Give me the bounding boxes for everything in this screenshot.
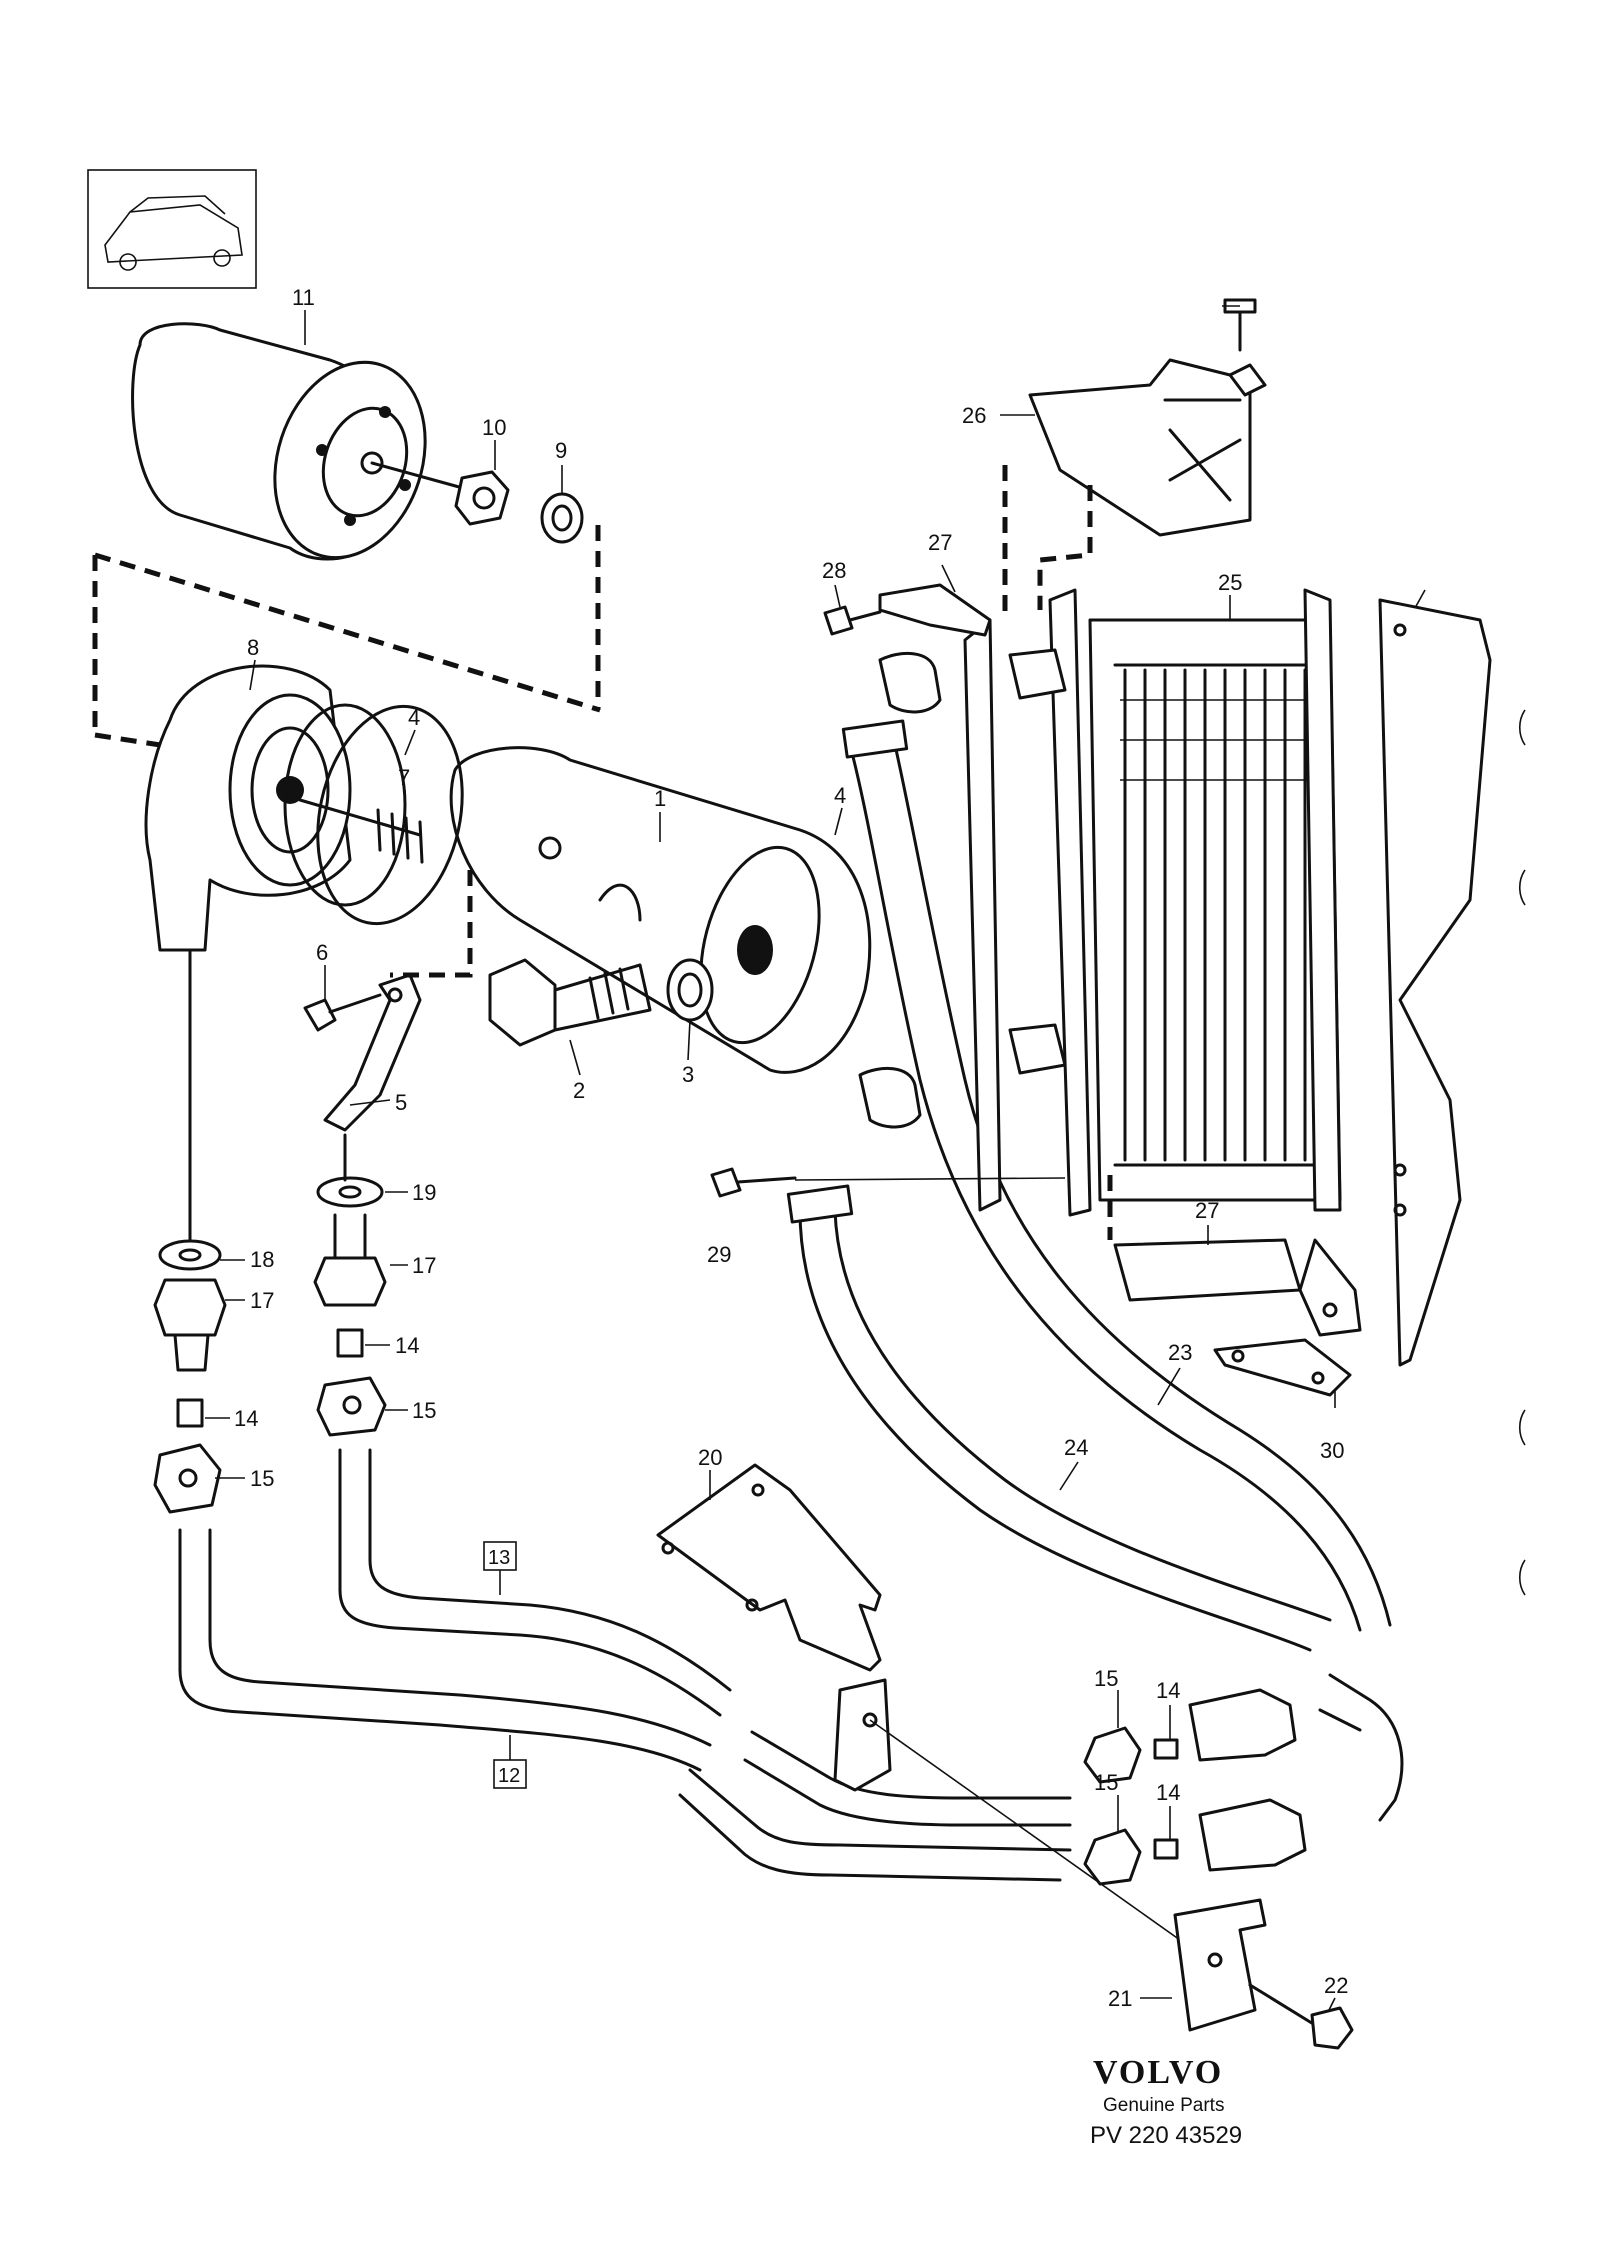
callout-26: 27 <box>928 530 952 555</box>
filter-housing <box>144 664 407 952</box>
callout-14d: 14 <box>1156 1780 1180 1805</box>
callout-11: 11 <box>292 285 315 310</box>
callout-1: 1 <box>654 786 666 811</box>
callout-9: 9 <box>555 438 567 463</box>
callout-21: 23 <box>1168 1340 1192 1365</box>
callout-14a: 14 <box>234 1406 258 1431</box>
callout-23: 25 <box>1218 570 1242 595</box>
box-12 <box>493 1759 527 1789</box>
callout-16b: 17 <box>412 1253 436 1278</box>
callout-15d: 15 <box>1094 1770 1118 1795</box>
oil-cooler-icon <box>1088 618 1342 1202</box>
cooler-adaptor <box>449 746 872 1074</box>
callout-3: 3 <box>682 1062 694 1087</box>
callout-17a: 18 <box>250 1247 274 1272</box>
callout-5: 5 <box>395 1090 407 1115</box>
callout-15c: 15 <box>1094 1666 1118 1691</box>
callout-17b: 19 <box>412 1180 436 1205</box>
callout-14c: 14 <box>1156 1678 1180 1703</box>
callout-7: 7 <box>398 765 410 790</box>
callout-15a: 15 <box>250 1466 274 1491</box>
callout-14b: 14 <box>395 1333 419 1358</box>
callout-22: 24 <box>1064 1435 1088 1460</box>
callout-18: 20 <box>698 1445 722 1470</box>
brand-tagline: Genuine Parts <box>1103 2095 1224 2116</box>
callout-19: 21 <box>1108 1986 1132 2011</box>
callout-10: 10 <box>482 415 506 440</box>
callout-20: 22 <box>1324 1973 1348 1998</box>
callout-27a: 28 <box>822 558 846 583</box>
callout-2: 2 <box>573 1078 585 1103</box>
callout-25: 27 <box>1195 1198 1219 1223</box>
callout-27b: 29 <box>707 1242 731 1267</box>
car-icon <box>87 169 257 289</box>
callout-4a: 4 <box>408 705 420 730</box>
boxed-callout-12: 12 <box>498 1765 520 1787</box>
callout-16a: 17 <box>250 1288 274 1313</box>
box-13 <box>483 1541 517 1571</box>
oil-filter-icon <box>131 322 472 561</box>
callout-4b: 4 <box>834 783 846 808</box>
callout-8: 8 <box>247 635 259 660</box>
callout-28: 30 <box>1320 1438 1344 1463</box>
boxed-callout-13: 13 <box>488 1547 510 1569</box>
brand-logo: VOLVO <box>1093 2054 1223 2091</box>
callout-24: 26 <box>962 403 986 428</box>
diagram-code: PV 220 43529 <box>1090 2122 1242 2149</box>
callout-6: 6 <box>316 940 328 965</box>
callout-15b: 15 <box>412 1398 436 1423</box>
